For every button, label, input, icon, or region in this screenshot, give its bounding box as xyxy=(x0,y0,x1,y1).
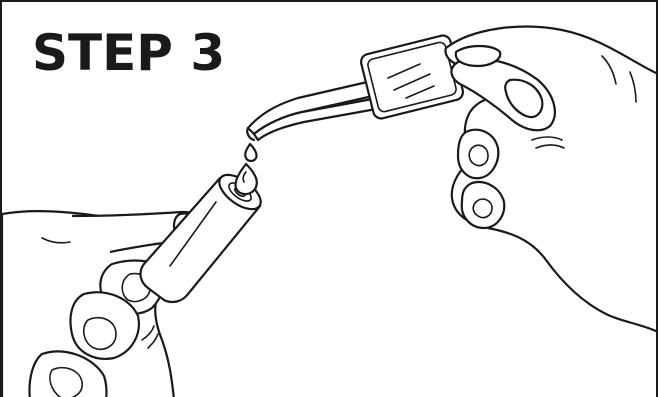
tweezers xyxy=(247,80,382,140)
step-title: STEP 3 xyxy=(32,28,225,78)
drop xyxy=(235,144,256,194)
right-hand xyxy=(445,27,658,332)
